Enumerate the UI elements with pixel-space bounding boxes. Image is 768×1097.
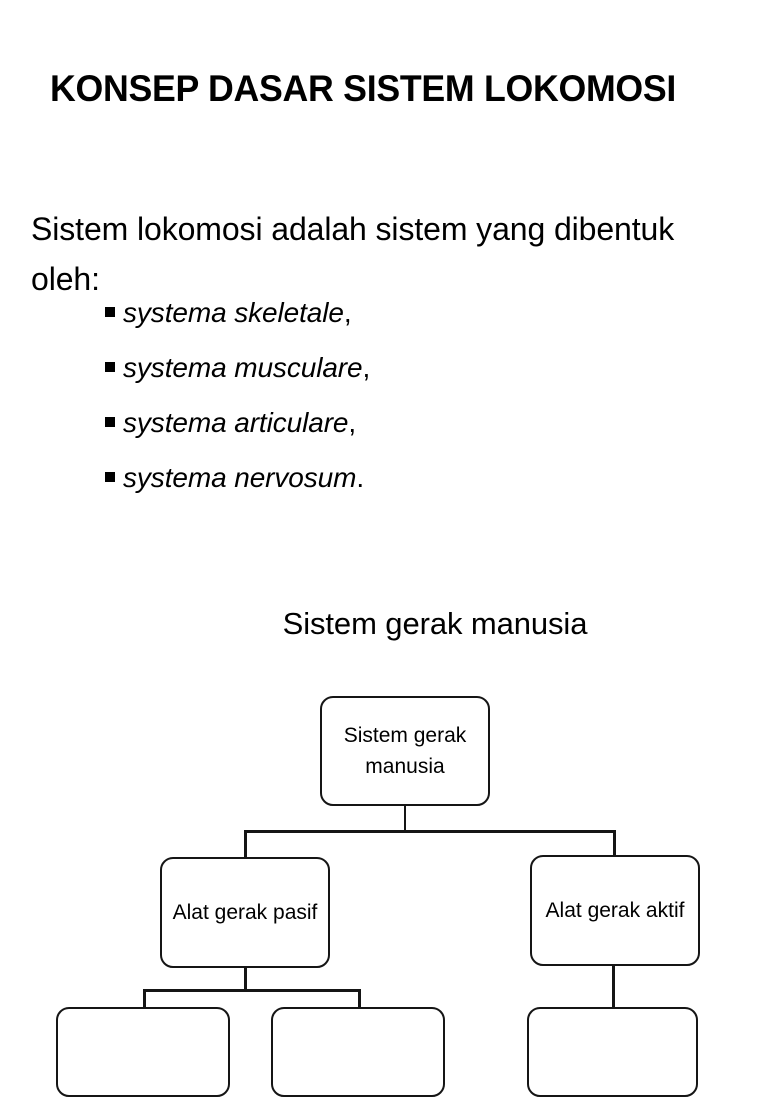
list-item: systema skeletale, [104, 285, 704, 340]
org-chart-diagram: Sistem gerak manusia Alat gerak pasif Al… [56, 696, 700, 1097]
square-bullet-icon [105, 472, 115, 482]
diagram-heading-label: Sistem gerak manusia [282, 606, 588, 641]
connector-aktif-down-to-leaf-3 [612, 966, 615, 1009]
connector-to-aktif [613, 830, 616, 856]
node-alat-gerak-pasif[interactable]: Alat gerak pasif [160, 857, 330, 968]
node-alat-gerak-aktif[interactable]: Alat gerak aktif [530, 855, 700, 966]
list-item-punctuation: . [356, 462, 365, 493]
node-label: Alat gerak pasif [172, 901, 318, 924]
systema-bullet-list: systema skeletale, systema musculare, sy… [104, 285, 704, 505]
list-item-label: systema nervosum [123, 462, 357, 493]
slide-canvas: KONSEP DASAR SISTEM LOKOMOSI Sistem loko… [0, 67, 768, 1097]
connector-to-leaf-2 [358, 989, 361, 1009]
square-bullet-icon [105, 417, 115, 427]
node-leaf-3[interactable] [527, 1007, 698, 1097]
list-item-label: systema articulare [123, 407, 349, 438]
connector-to-pasif [244, 830, 247, 858]
list-item: systema musculare, [104, 340, 704, 395]
intro-paragraph: Sistem lokomosi adalah sistem yang diben… [31, 211, 675, 297]
list-item-label: systema musculare [123, 352, 363, 383]
connector-to-leaf-1 [143, 989, 146, 1009]
square-bullet-icon [105, 307, 115, 317]
list-item-punctuation: , [343, 297, 352, 328]
node-sistem-gerak-manusia[interactable]: Sistem gerak manusia [320, 696, 490, 806]
list-item-punctuation: , [362, 352, 371, 383]
node-leaf-1[interactable] [56, 1007, 230, 1097]
list-item-label: systema skeletale [123, 297, 344, 328]
node-label: Alat gerak aktif [545, 899, 685, 922]
connector-level1-horizontal [244, 830, 615, 833]
list-item: systema articulare, [104, 395, 704, 450]
connector-level2-left-horizontal [143, 989, 360, 992]
list-item-punctuation: , [348, 407, 357, 438]
page-title: KONSEP DASAR SISTEM LOKOMOSI [50, 67, 677, 109]
connector-root-down [403, 806, 407, 832]
square-bullet-icon [105, 362, 115, 372]
connector-pasif-down [244, 968, 247, 990]
node-leaf-2[interactable] [271, 1007, 445, 1097]
list-item: systema nervosum. [104, 450, 704, 505]
node-label: Sistem gerak manusia [343, 724, 467, 778]
diagram-heading: Sistem gerak manusia [0, 606, 768, 642]
